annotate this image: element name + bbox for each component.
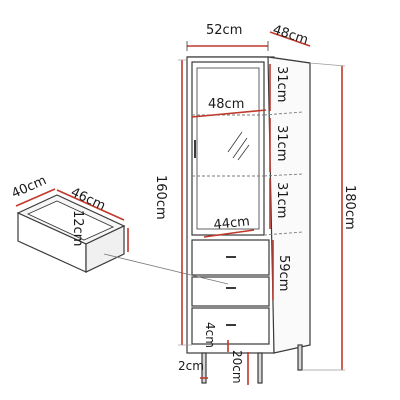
label-leg-width: 2cm <box>178 359 204 373</box>
extension-lines <box>178 59 346 371</box>
label-gap-1: 31cm <box>274 66 289 102</box>
ext-total-top <box>309 62 346 67</box>
shelf-3-side <box>263 231 304 236</box>
dim-line-drawer-width <box>56 189 125 221</box>
label-gap-3: 31cm <box>274 182 289 218</box>
cabinet-side <box>267 56 311 354</box>
label-door-height: 160cm <box>153 175 168 220</box>
dim-line-shelf-width <box>191 109 267 118</box>
drawer-2 <box>191 276 270 307</box>
leg-front-right <box>257 352 263 384</box>
drawer-detail-inner <box>26 200 115 241</box>
drawer-detail <box>16 194 229 285</box>
glass-door <box>191 61 265 236</box>
label-drawer-depth: 40cm <box>10 173 49 201</box>
leg-back-right <box>297 344 303 371</box>
leg-front-left <box>201 352 207 384</box>
label-total-height: 180cm <box>342 185 357 230</box>
label-gap-2: 31cm <box>274 125 289 161</box>
cabinet-front <box>186 56 275 354</box>
label-shelf-width: 48cm <box>208 97 244 112</box>
dim-line-top-depth <box>269 31 311 47</box>
drawer-leader-line <box>103 253 229 285</box>
label-drawers: 59cm <box>276 255 291 291</box>
drawer-1 <box>191 239 270 276</box>
glass-reflection-2 <box>232 137 248 159</box>
dim-line-bottom-shelf <box>203 229 255 238</box>
shelf-2-side <box>263 173 304 177</box>
glass-reflection-3 <box>237 144 250 161</box>
glass-reflection <box>227 131 243 153</box>
label-bottom-shelf: 44cm <box>213 214 251 233</box>
drawer-3 <box>191 307 270 345</box>
drawer-detail-side <box>85 225 125 273</box>
label-top-depth: 48cm <box>271 23 310 49</box>
dimension-lines <box>15 31 343 385</box>
glass-pane <box>196 67 260 230</box>
dim-line-drawer-depth <box>15 188 56 207</box>
label-plinth: 4cm <box>203 322 217 348</box>
shelf-1-side <box>263 111 304 116</box>
shelves <box>192 111 304 236</box>
label-drawer-height: 12cm <box>70 210 85 246</box>
label-top-width: 52cm <box>206 23 242 38</box>
label-leg-height: 20cm <box>230 350 244 384</box>
cabinet <box>186 56 311 384</box>
